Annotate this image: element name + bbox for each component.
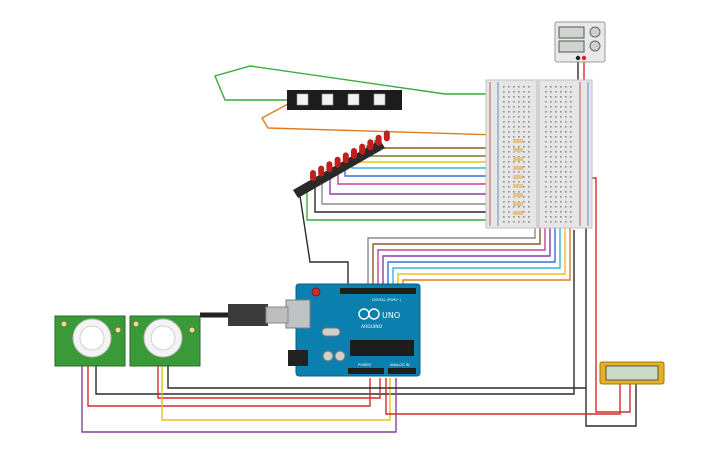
red-led-3[interactable] (326, 161, 333, 173)
resistors (513, 139, 523, 215)
strip-led-1 (296, 93, 309, 106)
resistor-7[interactable] (513, 193, 523, 197)
ps-terminal-red[interactable] (581, 55, 587, 61)
resistor-2[interactable] (513, 148, 523, 152)
usb-cable[interactable] (200, 304, 289, 326)
power-supply[interactable] (554, 21, 606, 63)
red-leds (310, 130, 390, 181)
capacitor-1 (322, 350, 334, 362)
dc-jack[interactable] (288, 350, 308, 366)
ps-terminal-black[interactable] (575, 55, 581, 61)
wire-gnd-bar[interactable] (299, 195, 349, 288)
wire-lower-yellow[interactable] (161, 366, 391, 421)
resistor-4[interactable] (513, 166, 523, 170)
digital-header[interactable] (340, 288, 416, 294)
resistor-9[interactable] (513, 211, 523, 215)
ps-knob-1[interactable] (589, 26, 601, 38)
neopixel-strip[interactable] (287, 90, 402, 110)
wire-lcd-red[interactable] (385, 378, 621, 415)
strip-led-3 (347, 93, 360, 106)
red-led-2[interactable] (318, 165, 325, 177)
wire-green-strip[interactable] (214, 65, 486, 101)
analog-header[interactable] (388, 368, 416, 374)
digital-label: DIGITAL (PWM~) (372, 298, 402, 302)
wire-lower-black[interactable] (95, 230, 575, 395)
ps-knob-2[interactable] (589, 40, 601, 52)
pir-1-pot-1[interactable] (60, 320, 68, 328)
atmega-chip (350, 340, 414, 356)
ps-display-2 (558, 40, 585, 53)
resistor-8[interactable] (513, 202, 523, 206)
wire-lower-red[interactable] (87, 366, 371, 407)
red-led-5[interactable] (342, 152, 349, 164)
wire-lower-purple[interactable] (81, 366, 397, 433)
arduino-logo-text: ARDUINO (361, 324, 383, 330)
resistor-1[interactable] (513, 139, 523, 143)
arduino-model: UNO (382, 311, 400, 320)
wire-led-10[interactable] (306, 186, 520, 221)
reset-button[interactable] (311, 287, 321, 297)
red-led-7[interactable] (359, 143, 366, 155)
usb-plug-body (228, 304, 268, 326)
resistor-5[interactable] (513, 175, 523, 179)
pir-2-pot-1[interactable] (132, 320, 140, 328)
pir-2-dome-inner (150, 325, 176, 351)
strip-led-2 (321, 93, 334, 106)
lcd-module[interactable] (599, 361, 665, 385)
pir-sensor-2[interactable] (129, 315, 201, 367)
analog-label: ANALOG IN (390, 363, 410, 367)
breadboard-center-channel (536, 80, 540, 228)
led-bar[interactable] (293, 130, 390, 198)
wire-led-9[interactable] (314, 181, 525, 213)
resistor-6[interactable] (513, 184, 523, 188)
usb-port[interactable] (285, 299, 311, 329)
arduino-logo (358, 308, 380, 320)
power-header[interactable] (348, 368, 384, 374)
red-led-1[interactable] (310, 170, 316, 181)
wire-rail-black[interactable] (575, 199, 637, 427)
arduino-uno[interactable]: ARDUINO UNO DIGITAL (PWM~) POWER ANALOG … (285, 283, 421, 377)
resistor-3[interactable] (513, 157, 523, 161)
crystal (321, 327, 341, 337)
strip-leds (296, 93, 386, 106)
pir-2-pot-2[interactable] (188, 326, 196, 334)
lcd-screen (605, 365, 659, 381)
red-led-9[interactable] (375, 134, 382, 146)
pir-1-dome-inner (79, 325, 105, 351)
red-led-6[interactable] (351, 148, 357, 159)
wire-lower-black2[interactable] (167, 366, 586, 389)
power-label: POWER (358, 363, 372, 367)
usb-plug-tip (265, 306, 289, 324)
pir-sensor-1[interactable] (54, 315, 126, 367)
breadboard[interactable] (485, 79, 593, 229)
red-led-4[interactable] (334, 156, 341, 168)
ps-display-1 (558, 26, 585, 39)
wire-led-8[interactable] (321, 176, 530, 205)
red-led-8[interactable] (367, 139, 374, 151)
strip-led-4 (373, 93, 386, 106)
pir-1-pot-2[interactable] (114, 326, 122, 334)
red-led-10[interactable] (383, 130, 390, 142)
capacitor-2 (334, 350, 346, 362)
